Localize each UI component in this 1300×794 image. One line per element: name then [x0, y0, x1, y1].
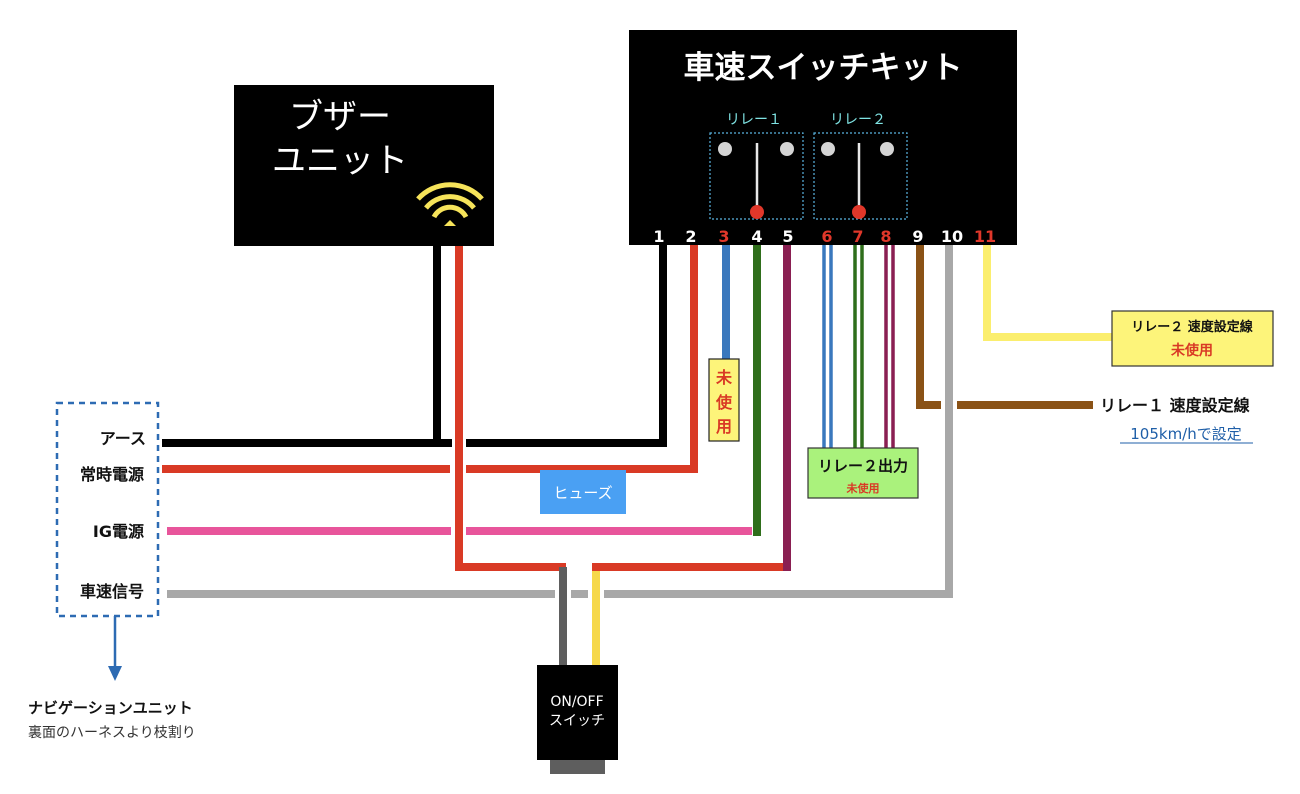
relay-1-contact-left	[718, 142, 732, 156]
navi-unit-title: ナビゲーションユニット	[28, 699, 193, 717]
kit-title: 車速スイッチキット	[684, 50, 963, 86]
onoff-switch: ON/OFF スイッチ	[537, 665, 618, 774]
unused-char-3: 用	[716, 417, 732, 436]
relay-2-contact-left	[821, 142, 835, 156]
relay-2	[813, 132, 908, 220]
kit-body	[629, 30, 1017, 245]
relay2-speed-title: リレー２ 速度設定線	[1131, 319, 1254, 335]
wire-t8-purple	[884, 245, 895, 448]
wire-ground	[162, 245, 667, 447]
relay2-output-title: リレー２出力	[818, 457, 908, 475]
terminal-11: 11	[974, 227, 996, 246]
relay2-label: リレー２	[830, 112, 886, 128]
navi-wire-ground-label: アース	[100, 429, 146, 448]
wire-speed-signal	[167, 245, 953, 598]
relay-2-contact-right	[880, 142, 894, 156]
navi-wire-speed-signal-label: 車速信号	[80, 582, 144, 601]
fuse-label: ヒューズ	[553, 484, 612, 502]
unused-char-1: 未	[715, 368, 732, 387]
terminal-3: 3	[718, 227, 729, 246]
relay-1-common	[750, 205, 764, 219]
wifi-signal-icon	[416, 182, 484, 226]
navi-wire-constant-power-label: 常時電源	[80, 465, 144, 484]
buzzer-unit: ブザー ユニット	[234, 85, 494, 246]
relay-2-frame	[813, 132, 908, 220]
wire-t6-blue	[822, 245, 833, 448]
buzzer-title-line2: ユニット	[272, 141, 408, 181]
terminal-8: 8	[880, 227, 891, 246]
buzzer-title-line1: ブザー	[289, 97, 391, 137]
arrow-down-icon	[108, 666, 122, 681]
switch-base	[550, 760, 605, 774]
fuse: ヒューズ	[540, 470, 626, 514]
navi-harness: アース 常時電源 IG電源 車速信号 ナビゲーションユニット 裏面のハーネスより…	[28, 401, 196, 741]
relay1-speed-label: リレー１ 速度設定線 105km/hで設定	[1100, 396, 1253, 444]
wire-t11-yellow	[983, 245, 1112, 341]
buzzer-body	[234, 85, 494, 246]
relay-1-contact-right	[780, 142, 794, 156]
terminal-2: 2	[685, 227, 696, 246]
relay1-speed-title: リレー１ 速度設定線	[1100, 396, 1250, 415]
terminal-4: 4	[751, 227, 762, 246]
navi-harness-frame	[55, 401, 160, 618]
relay1-speed-note: 105km/hで設定	[1130, 425, 1242, 443]
navi-unit-subtitle: 裏面のハーネスより枝割り	[28, 724, 196, 741]
relay-2-common	[852, 205, 866, 219]
relay2-speed-note: 未使用	[1171, 342, 1213, 359]
wires	[162, 245, 1112, 666]
switch-label-line1: ON/OFF	[550, 694, 603, 710]
terminal-labels: 1 2 3 4 5 6 7 8 9 10 11	[653, 227, 996, 246]
wire-constant-power	[162, 245, 698, 473]
switch-body	[537, 665, 618, 760]
wire-t7-green	[853, 245, 864, 448]
terminal-9: 9	[912, 227, 923, 246]
terminal-6: 6	[821, 227, 832, 246]
terminal-5: 5	[782, 227, 793, 246]
navi-wire-ig-power-label: IG電源	[93, 522, 144, 541]
relay-1-frame	[709, 132, 804, 220]
relay-1	[709, 132, 804, 220]
terminal-1: 1	[653, 227, 664, 246]
wire-t9-brown	[916, 245, 1093, 409]
speed-switch-kit: 車速スイッチキット リレー１ リレー２ 1 2 3 4 5 6 7	[629, 30, 1017, 246]
relay2-speed-label: リレー２ 速度設定線 未使用	[1111, 310, 1274, 367]
relay2-output-note: 未使用	[846, 481, 880, 495]
t3-unused-label: 未 使 用	[708, 358, 740, 442]
wire-buzzer-power	[455, 245, 566, 571]
relay2-output-label: リレー２出力 未使用	[807, 447, 919, 499]
unused-char-2: 使	[715, 393, 733, 412]
switch-label-line2: スイッチ	[549, 713, 605, 729]
terminal-10: 10	[941, 227, 963, 246]
relay1-label: リレー１	[726, 112, 782, 128]
terminal-7: 7	[852, 227, 863, 246]
